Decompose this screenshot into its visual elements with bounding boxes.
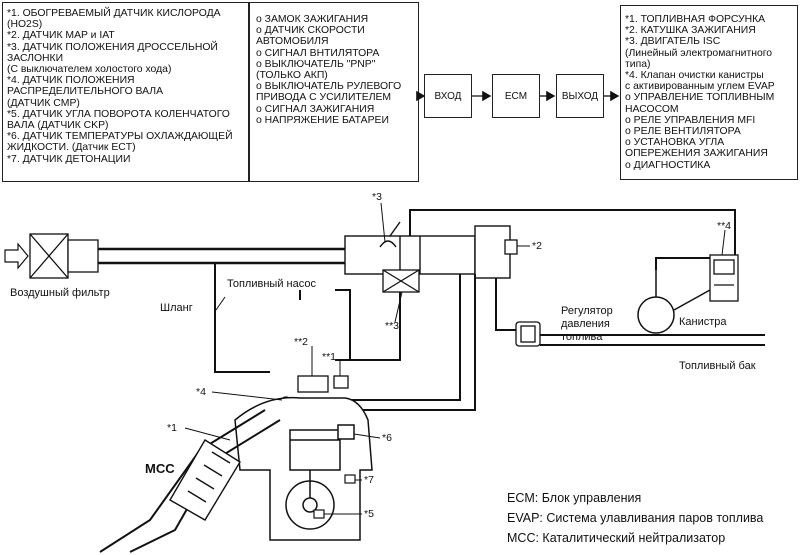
- output-line: о РЕЛЕ ВЕНТИЛЯТОРА: [625, 126, 741, 138]
- marker-6: *6: [382, 432, 392, 444]
- catalytic-converter-icon: [169, 439, 241, 521]
- sensor-line: *4. ДАТЧИК ПОЛОЖЕНИЯ: [7, 75, 135, 87]
- marker-5: *5: [364, 508, 374, 520]
- output-line: *2. КАТУШКА ЗАЖИГАНИЯ: [625, 25, 756, 37]
- knock-sensor-icon: [344, 474, 356, 484]
- sensors-box: *1. ОБОГРЕВАЕМЫЙ ДАТЧИК КИСЛОРОДА(HO2S)*…: [2, 2, 249, 182]
- air-filter-icon: [29, 233, 99, 279]
- marker-2-injector: **2: [294, 336, 309, 348]
- switch-line: о СИГНАЛ ЗАЖИГАНИЯ: [256, 103, 375, 115]
- sensor-line: *7. ДАТЧИК ДЕТОНАЦИИ: [7, 153, 131, 165]
- evap-valve-icon: [709, 254, 739, 302]
- leader-lines: [184, 202, 726, 515]
- air-filter-label: Воздушный фильтр: [10, 287, 110, 299]
- marker-1-left: *1: [167, 422, 177, 434]
- sensor-line: ЗАСЛОНКИ: [7, 52, 64, 64]
- switch-line: о ЗАМОК ЗАЖИГАНИЯ: [256, 14, 369, 25]
- switch-line: (ТОЛЬКО АКП): [256, 70, 328, 82]
- sensor-line: *3. ДАТЧИК ПОЛОЖЕНИЯ ДРОССЕЛЬНОЙ: [7, 41, 218, 53]
- canister-icon: [637, 296, 675, 334]
- sensor-line: ВАЛА (ДАТЧИК CKP): [7, 120, 109, 132]
- regulator-label-2: давления: [561, 318, 610, 330]
- marker-2-right: *2: [532, 240, 542, 252]
- output-line: НАСОСОМ: [625, 103, 679, 115]
- sensor-line: *6. ДАТЧИК ТЕМПЕРАТУРЫ ОХЛАЖДАЮЩЕЙ: [7, 131, 233, 143]
- input-box: ВХОД: [424, 74, 472, 118]
- output-line: о РЕЛЕ УПРАВЛЕНИЯ MFI: [625, 114, 756, 126]
- legend-evap: EVAP: Система улавливания паров топлива: [507, 511, 764, 525]
- hose-label: Шланг: [160, 302, 193, 314]
- switch-line: о ВЫКЛЮЧАТЕЛЬ "PNP": [256, 58, 376, 70]
- switch-line: ПРИВОДА С УСИЛИТЕЛЕМ: [256, 92, 392, 104]
- output-line: о ДИАГНОСТИКА: [625, 159, 711, 171]
- air-inlet-arrow: [4, 242, 29, 270]
- fuel-pump-label: Топливный насос: [227, 278, 316, 290]
- sensor-line: (ДАТЧИК CMP): [7, 97, 80, 109]
- marker-3-top: *3: [372, 191, 382, 203]
- map-sensor-icon: [504, 239, 518, 255]
- output-box: ВЫХОД: [556, 74, 604, 118]
- engine-block-icon: [234, 396, 373, 541]
- output-line: о УПРАВЛЕНИЕ ТОПЛИВНЫМ: [625, 92, 775, 104]
- regulator-label-1: Регулятор: [561, 305, 613, 317]
- ecm-box: ECM: [492, 74, 540, 118]
- marker-3-bottom: **3: [385, 320, 400, 332]
- switch-line: АВТОМОБИЛЯ: [256, 36, 329, 48]
- switch-line: о СИГНАЛ ВНТИЛЯТОРА: [256, 47, 380, 59]
- output-line: *4. Клапан очистки канистры: [625, 70, 764, 82]
- marker-1-injector: **1: [322, 351, 337, 363]
- sensor-line: *1. ОБОГРЕВАЕМЫЙ ДАТЧИК КИСЛОРОДА: [7, 8, 221, 19]
- fuel-regulator-icon: [515, 321, 541, 347]
- canister-label: Канистра: [679, 316, 727, 328]
- sensor-line: ЖИДКОСТИ. (Датчик ECT): [7, 142, 136, 154]
- legend-ecm: ECM: Блок управления: [507, 491, 642, 505]
- marker-7: *7: [364, 474, 374, 486]
- regulator-label-3: топлива: [561, 331, 603, 343]
- output-line: ОПЕРЕЖЕНИЯ ЗАЖИГАНИЯ: [625, 148, 768, 160]
- outputs-box: *1. ТОПЛИВНАЯ ФОРСУНКА*2. КАТУШКА ЗАЖИГА…: [620, 5, 798, 180]
- hoses: [214, 209, 765, 411]
- output-line: с активированным углем EVAP: [625, 81, 775, 93]
- sensor-line: (HO2S): [7, 19, 43, 31]
- output-line: о УСТАНОВКА УГЛА: [625, 137, 725, 149]
- marker-4-canister: **4: [717, 220, 732, 232]
- ckp-sensor-icon: [313, 509, 325, 519]
- sensor-line: (С выключателем холостого хода): [7, 64, 172, 76]
- marker-4-left: *4: [196, 386, 206, 398]
- switch-line: о ВЫКЛЮЧАТЕЛЬ РУЛЕВОГО: [256, 81, 402, 93]
- switch-line: о НАПРЯЖЕНИЕ БАТАРЕИ: [256, 114, 389, 126]
- output-line: *1. ТОПЛИВНАЯ ФОРСУНКА: [625, 14, 766, 25]
- legend-mcc: MCC: Каталитический нейтрализатор: [507, 531, 726, 545]
- mcc-label: MCC: [145, 461, 175, 476]
- sensor-line: РАСПРЕДЕЛИТЕЛЬНОГО ВАЛА: [7, 86, 164, 98]
- sensor-line: *2. ДАТЧИК MAP и IAT: [7, 30, 115, 42]
- fuel-tank-label: Топливный бак: [679, 360, 756, 372]
- output-line: *3. ДВИГАТЕЛЬ ISC: [625, 36, 721, 48]
- isc-motor-icon: [382, 269, 420, 293]
- switch-line: о ДАТЧИК СКОРОСТИ: [256, 25, 365, 37]
- intake-duct: [98, 247, 345, 265]
- output-line: типа): [625, 58, 651, 70]
- sensor-line: *5. ДАТЧИК УГЛА ПОВОРОТА КОЛЕНЧАТОГО: [7, 108, 230, 120]
- output-line: (Линейный электромагнитного: [625, 47, 773, 59]
- throttle-body-icon: [344, 221, 511, 279]
